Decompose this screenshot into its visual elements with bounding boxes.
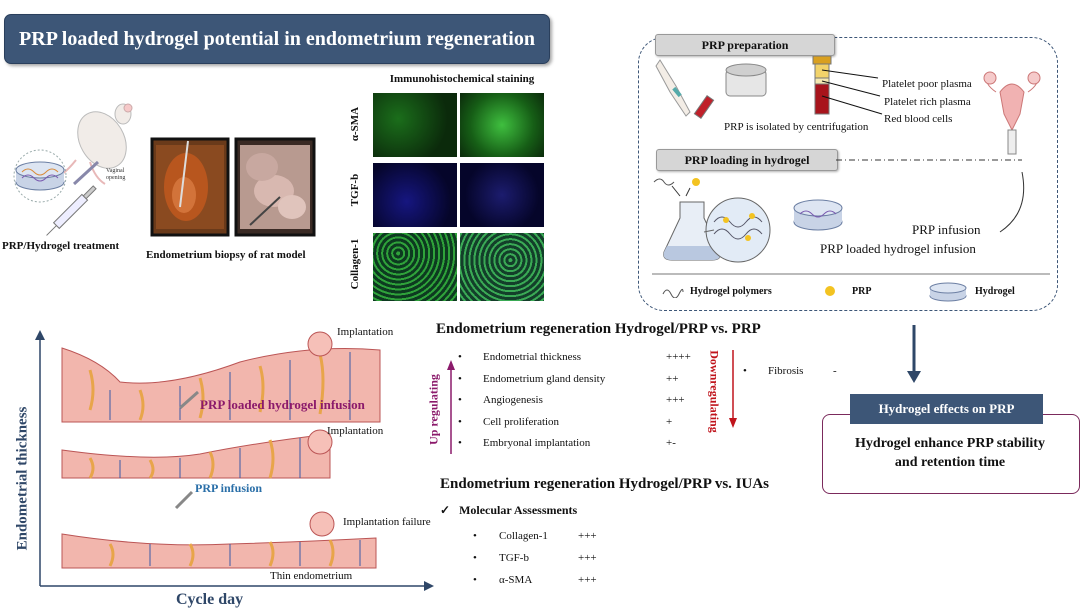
prp-preparation-panel (638, 37, 1058, 311)
up-item-3-name: Cell proliferation (483, 416, 560, 428)
legend-divider (652, 273, 1050, 275)
comparison1-heading: Endometrium regeneration Hydrogel/PRP vs… (436, 321, 761, 337)
hydrogel-loading-illustration (653, 172, 1025, 263)
up-item-0-score: ++++ (666, 351, 691, 363)
up-item-3-score: + (666, 416, 673, 428)
prp-loading-tab: PRP loading in hydrogel (656, 149, 838, 171)
curve3-label: Thin endometrium (270, 570, 353, 582)
up-arrow-icon (447, 360, 455, 454)
up-item-2-name: Angiogenesis (483, 394, 543, 406)
curve1-label: PRP loaded hydrogel infusion (200, 397, 365, 412)
ihc-row-label-asma: α-SMA (349, 106, 361, 142)
comparison2-subheading: Molecular Assessments (459, 503, 578, 517)
check-icon: ✓ (440, 503, 451, 517)
down-red-arrow-icon (729, 350, 737, 428)
effects-text-line1: Hydrogel enhance PRP stability (855, 436, 1045, 451)
up-item-4-name: Embryonal implantation (483, 437, 591, 449)
up-item-2-score: +++ (666, 394, 685, 406)
iua-item-0-name: Collagen-1 (499, 530, 548, 542)
up-item-1-score: ++ (666, 373, 679, 385)
ihc-row-label-collagen: Collagen-1 (349, 238, 361, 290)
up-item-4-score: +- (666, 437, 676, 449)
prp-hydrogel-infusion-label: PRP loaded hydrogel infusion (820, 241, 976, 256)
ihc-panel-asma-1 (373, 93, 457, 157)
hydrogel-disc-icon (929, 282, 967, 302)
prp-infusion-label: PRP infusion (912, 222, 981, 237)
iua-item-2-name: α-SMA (499, 574, 533, 586)
legend-polymers: Hydrogel polymers (690, 286, 772, 297)
effects-header: Hydrogel effects on PRP (850, 394, 1043, 424)
curve3-event: Implantation failure (343, 516, 431, 528)
centrifuge-caption: PRP is isolated by centrifugation (724, 121, 869, 133)
rat-treatment-illustration: Vaginal opening (13, 103, 133, 236)
endometrium-graph (35, 330, 434, 591)
iua-item-2-score: +++ (578, 574, 597, 586)
ihc-panel-tgfb-2 (460, 163, 544, 227)
ihc-panel-asma-2 (460, 93, 544, 157)
iua-item-1-score: +++ (578, 552, 597, 564)
up-item-1-name: Endometrium gland density (483, 373, 606, 385)
prp-layer-ppp: Platelet poor plasma (882, 78, 972, 90)
prp-preparation-tab: PRP preparation (655, 34, 835, 56)
ihc-row-label-tgfb: TGF-b (349, 173, 361, 207)
svg-text:opening: opening (106, 175, 125, 181)
prp-prep-illustration (655, 56, 1041, 155)
prp-layer-rbc: Red blood cells (884, 113, 953, 125)
biopsy-photos (150, 137, 316, 237)
effects-text: Hydrogel enhance PRP stability and reten… (822, 434, 1078, 472)
up-item-0-name: Endometrial thickness (483, 351, 582, 363)
curve1-event: Implantation (337, 326, 394, 338)
ihc-panel-tgfb-1 (373, 163, 457, 227)
legend-prp: PRP (852, 286, 872, 297)
down-label: Downregulating (707, 350, 722, 433)
down-item-0-score: - (833, 365, 837, 377)
comparison2-heading: Endometrium regeneration Hydrogel/PRP vs… (440, 476, 770, 492)
biopsy-label: Endometrium biopsy of rat model (146, 249, 306, 261)
ihc-title: Immunohistochemical staining (389, 73, 535, 85)
graph-ylabel: Endometrial thickness (14, 406, 31, 551)
curve2-label: PRP infusion (195, 481, 263, 495)
treatment-label: PRP/Hydrogel treatment (2, 240, 120, 252)
prp-dot-icon (825, 286, 835, 296)
down-arrow-icon (907, 325, 921, 383)
iua-item-1-name: TGF-b (499, 552, 529, 564)
page-title: PRP loaded hydrogel potential in endomet… (4, 14, 550, 64)
ihc-panel-collagen-1 (373, 233, 457, 301)
legend-hydrogel: Hydrogel (975, 286, 1015, 297)
prp-layer-prp: Platelet rich plasma (884, 96, 971, 108)
svg-text:Vaginal: Vaginal (106, 168, 125, 174)
effects-text-line2: and retention time (894, 455, 1006, 470)
down-item-0-name: Fibrosis (768, 365, 804, 377)
loading-connector (836, 159, 1022, 161)
hydrogel-polymers-icon (662, 288, 684, 298)
graph-xlabel: Cycle day (176, 591, 244, 608)
curve2-event: Implantation (327, 425, 384, 437)
comparison2-sub: ✓ Molecular Assessments (440, 503, 577, 518)
up-label: Up regulating (426, 374, 441, 445)
ihc-panel-collagen-2 (460, 233, 544, 301)
iua-item-0-score: +++ (578, 530, 597, 542)
